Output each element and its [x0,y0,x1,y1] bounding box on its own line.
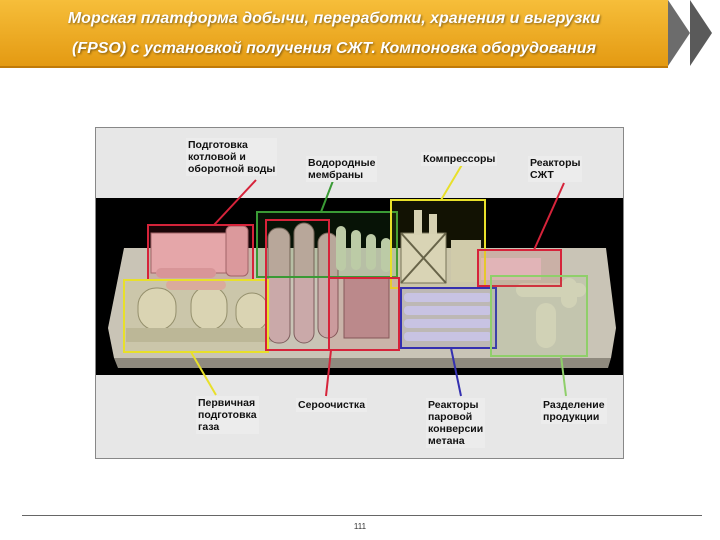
slide-title-line-1: Морская платформа добычи, переработки, х… [67,10,601,27]
label-steam-reforming: Реакторы паровой конверсии метана [426,398,486,448]
leader-line-separation [560,355,567,397]
leader-line-desulfurization [325,349,332,397]
compressor-frame [390,199,486,289]
gtl-and-separation-equipment [481,258,586,348]
label-gtl-reactors: Реакторы СЖТ [528,156,583,182]
label-compressors: Компрессоры [421,152,498,166]
desulfurization-frame-b [328,277,400,351]
steam-reforming-reactors [404,293,492,341]
page-number: 111 [353,522,367,531]
chevron-decoration-icon [690,0,712,66]
boiler-water-equipment [150,225,249,290]
product-separation-frame [490,275,588,357]
equipment-illustration [108,162,616,397]
label-desulfurization: Сероочистка [296,398,368,412]
deck-edge [114,358,611,368]
boiler-water-frame [147,224,254,281]
label-product-separation: Разделение продукции [541,398,607,424]
leader-line-compressors [440,162,464,201]
leader-line-steam-reforming [450,347,462,397]
leader-line-gtl [533,182,565,251]
label-primary-gas-prep: Первичная подготовка газа [196,396,259,434]
desulfurization-columns [267,222,390,344]
steam-reforming-frame [400,287,497,349]
hydrogen-membrane-vessels [336,226,391,272]
hydrogen-membrane-frame [256,211,398,278]
title-bar: Морская платформа добычи, переработки, х… [0,0,668,68]
compressor-block [400,210,481,284]
primary-gas-frame [123,279,269,353]
leader-line-primary-gas [190,351,217,396]
label-boiler-water: Подготовка котловой и оборотной воды [186,138,278,176]
leader-line-boiler [213,179,257,226]
chevron-decoration-icon [668,0,690,66]
slide-title-line-2: (FPSO) с установкой получения СЖТ. Компо… [71,40,596,57]
footer-divider [22,515,702,516]
equipment-layout-diagram: Подготовка котловой и оборотной воды Вод… [95,127,624,459]
label-hydrogen-membranes: Водородные мембраны [306,156,378,182]
primary-gas-vessels [126,285,276,342]
